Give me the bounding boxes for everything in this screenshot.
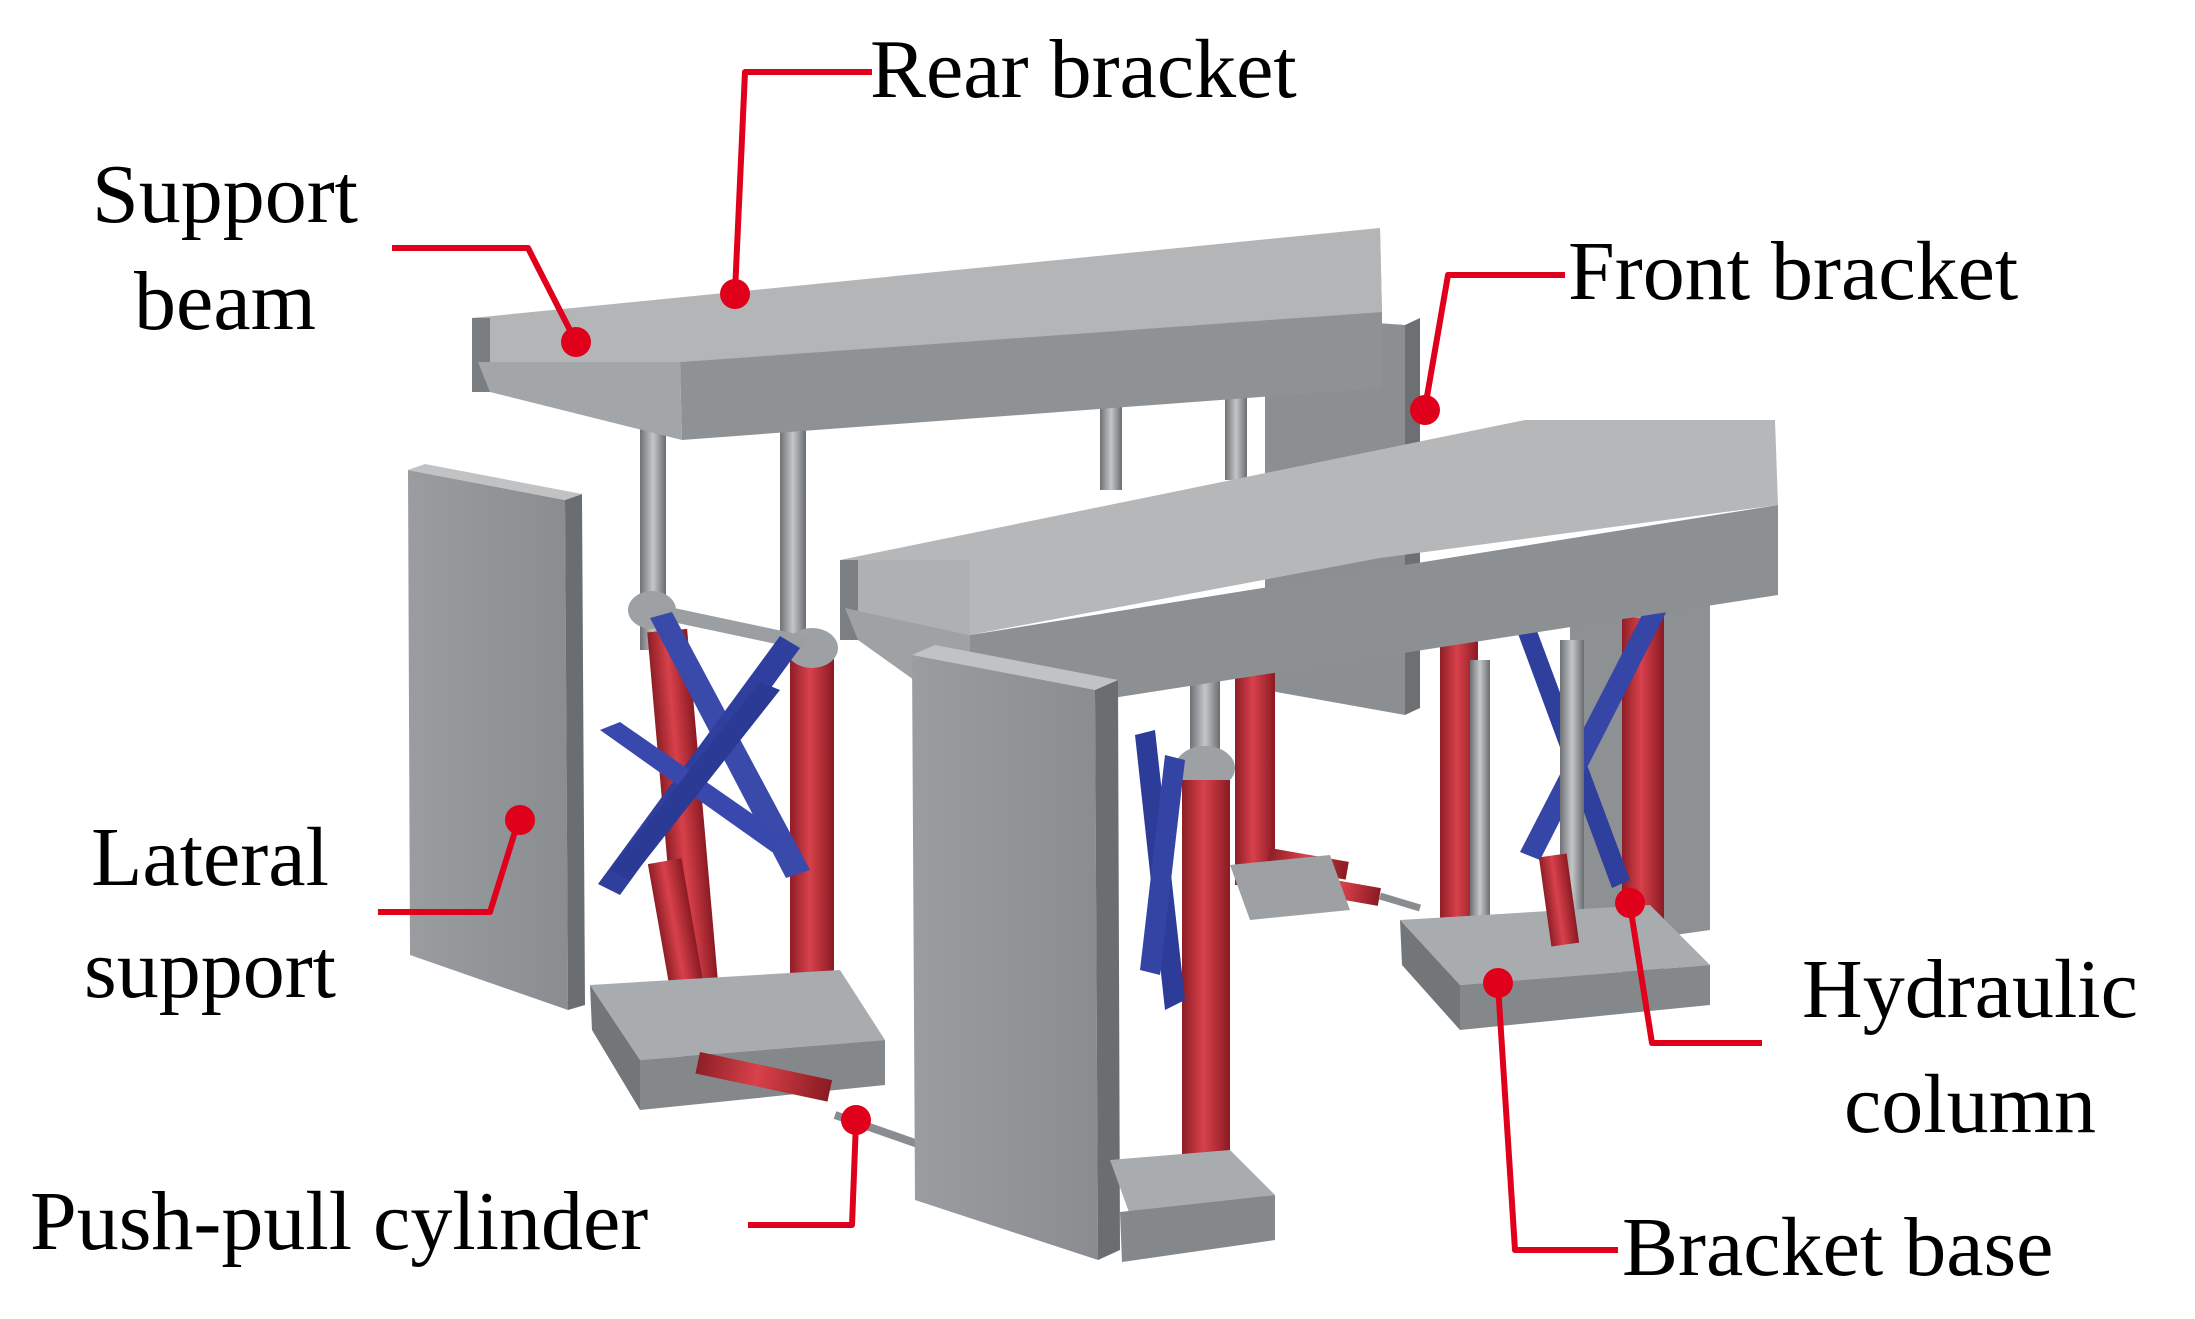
dot-hydraulic-column	[1615, 888, 1645, 918]
rear-beam-front-face	[680, 312, 1382, 440]
rear-x-brace	[610, 682, 780, 880]
leader-dots	[505, 279, 1645, 1135]
front-lateral-panel-top	[912, 645, 1118, 690]
dot-rear-bracket	[720, 279, 750, 309]
left-lateral-panel-edge	[565, 494, 585, 1010]
leader-hydraulic-column	[1627, 904, 1762, 1046]
rear-hydraulic-column	[790, 650, 834, 1030]
dot-front-bracket	[1410, 395, 1440, 425]
left-lateral-panel-face	[408, 470, 568, 1010]
front-lateral-panel-face	[912, 655, 1098, 1260]
mid-base	[1230, 855, 1350, 920]
left-lateral-panel-top	[408, 464, 582, 500]
mid-push-pull-rod	[1378, 892, 1422, 912]
leader-support-beam	[392, 245, 578, 342]
rear-bracket	[408, 228, 1420, 1154]
label-support-beam-line2: beam	[134, 255, 316, 348]
leader-rear-bracket	[732, 69, 872, 293]
rear-base-side	[590, 985, 640, 1110]
label-hydraulic-column-line2: column	[1844, 1058, 2096, 1151]
label-lateral-support-line1: Lateral	[91, 811, 329, 904]
front-right-base-side	[1400, 920, 1460, 1030]
front-inner-post	[1470, 660, 1490, 940]
push-pull-cylinder-rear	[695, 1052, 833, 1102]
label-front-bracket: Front bracket	[1568, 225, 2019, 318]
dot-push-pull-cylinder	[841, 1105, 871, 1135]
front-right-base-front	[1460, 965, 1710, 1030]
front-left-x-brace	[1140, 755, 1185, 975]
dot-lateral-support	[505, 805, 535, 835]
leader-front-bracket	[1422, 272, 1565, 409]
front-lateral-panel-edge	[1095, 680, 1120, 1260]
front-left-base-top	[1110, 1150, 1275, 1215]
label-rear-bracket: Rear bracket	[870, 23, 1297, 116]
dot-support-beam	[561, 327, 591, 357]
leader-bracket-base	[1495, 984, 1618, 1253]
leader-lateral-support	[378, 821, 521, 915]
front-beam-top-face	[840, 420, 1778, 635]
dot-bracket-base	[1483, 968, 1513, 998]
label-bracket-base: Bracket base	[1622, 1201, 2054, 1294]
label-push-pull-cylinder: Push-pull cylinder	[30, 1175, 649, 1268]
rear-base-top	[590, 970, 885, 1060]
leader-push-pull-cylinder	[748, 1121, 859, 1228]
front-hydraulic-column	[1182, 780, 1230, 1200]
label-lateral-support-line2: support	[84, 923, 336, 1016]
label-support-beam-line1: Support	[91, 148, 359, 241]
rear-beam-top-face	[472, 228, 1382, 362]
front-base-cylinder	[1538, 853, 1580, 947]
front-beam-front-face	[970, 505, 1778, 720]
front-hydraulic-column-mid	[1235, 665, 1275, 885]
leader-lines	[378, 69, 1762, 1253]
rear-beam-left-lip	[478, 362, 682, 440]
front-bracket	[840, 420, 1778, 1262]
rear-crossbar	[657, 604, 807, 650]
front-left-base-front	[1120, 1195, 1275, 1262]
label-hydraulic-column-line1: Hydraulic	[1802, 943, 2138, 1036]
front-joint	[1175, 746, 1235, 790]
rear-post	[780, 420, 806, 650]
front-beam-top-left	[840, 560, 970, 635]
